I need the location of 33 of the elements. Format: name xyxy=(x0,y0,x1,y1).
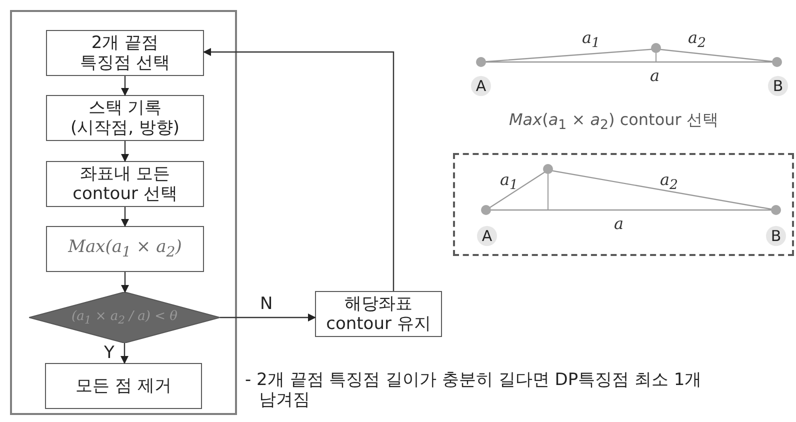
step-text: 2개 끝점 특징점 선택 xyxy=(78,32,172,74)
point-label: B xyxy=(766,226,786,246)
note-text: - 2개 끝점 특징점 길이가 충분히 길다면 DP특징점 최소 1개 남겨짐 xyxy=(245,370,703,411)
decision-diamond xyxy=(29,292,220,343)
formula-text: Max(a$_{1}$ × a$_{2}$) xyxy=(68,236,182,262)
process-box xyxy=(46,226,204,272)
process-box xyxy=(315,291,442,337)
math-label: a xyxy=(614,214,624,234)
arrow xyxy=(121,141,129,162)
process-box xyxy=(46,161,204,207)
math-label: a$_{2}$ xyxy=(660,170,678,194)
arrow xyxy=(220,314,316,322)
arrow xyxy=(203,48,394,291)
step-text: 모든 점 제거 xyxy=(76,376,172,396)
process-box xyxy=(46,30,204,76)
math-label: a$_{2}$ xyxy=(688,28,706,52)
step-text: 해당좌표 contour 유지 xyxy=(325,294,432,334)
caption-text: Max(a$_{1}$ × a$_{2}$) contour 선택 xyxy=(509,110,718,134)
process-box xyxy=(45,363,202,409)
step-text: 스택 기록 (시작점, 방향) xyxy=(69,98,181,138)
arrow xyxy=(121,272,129,293)
point-label: B xyxy=(768,76,788,96)
point-label: A xyxy=(477,226,497,246)
group-box xyxy=(10,10,237,415)
math-label: a$_{1}$ xyxy=(500,170,518,194)
point-label: A xyxy=(471,76,491,96)
arrow xyxy=(121,207,129,227)
math-label: a$_{1}$ xyxy=(582,28,600,52)
math-label: a xyxy=(650,66,660,86)
arrow xyxy=(120,343,128,364)
arrow xyxy=(121,76,129,96)
step-text: 좌표내 모든 contour 선택 xyxy=(72,164,178,204)
process-box xyxy=(46,95,204,141)
